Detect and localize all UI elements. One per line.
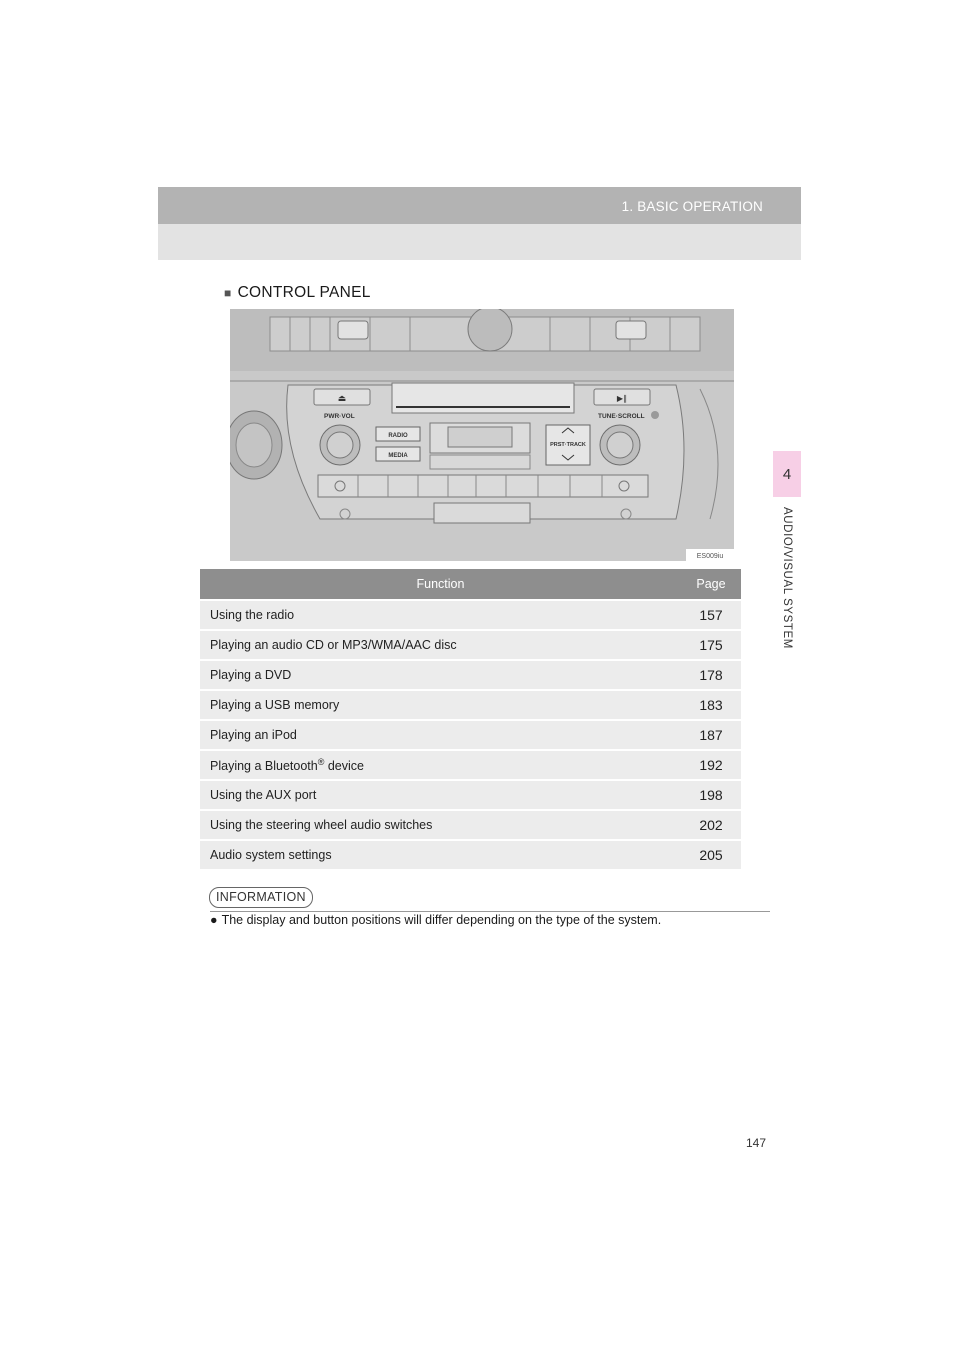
information-note: ● The display and button positions will … [210, 913, 661, 927]
radio-label: RADIO [388, 433, 408, 439]
page-cell: 187 [681, 719, 741, 750]
prst-track-label: PRST·TRACK [550, 442, 586, 448]
chapter-label: AUDIO/VISUAL SYSTEM [781, 507, 793, 649]
table-row: Using the AUX port 198 [200, 779, 741, 810]
page-cell: 178 [681, 659, 741, 690]
function-cell: Playing a USB memory [200, 689, 681, 720]
function-cell: Playing a Bluetooth® device [200, 749, 681, 780]
bullet-icon: ● [210, 913, 218, 927]
media-label: MEDIA [388, 453, 408, 459]
tune-scroll-label: TUNE·SCROLL [598, 413, 645, 420]
page-cell: 202 [681, 809, 741, 840]
information-divider [210, 911, 770, 912]
function-cell: Using the radio [200, 599, 681, 630]
function-cell: Playing an audio CD or MP3/WMA/AAC disc [200, 629, 681, 660]
function-cell: Playing a DVD [200, 659, 681, 690]
table-row: Playing a Bluetooth® device 192 [200, 749, 741, 780]
page-cell: 192 [681, 749, 741, 780]
square-bullet-icon: ■ [224, 286, 232, 300]
header-subbar [158, 224, 801, 260]
information-text: The display and button positions will di… [221, 913, 662, 927]
header-title: 1. BASIC OPERATION [621, 199, 763, 214]
column-header-function: Function [200, 569, 681, 600]
pwr-vol-label: PWR·VOL [324, 413, 355, 420]
header-bar: 1. BASIC OPERATION [158, 187, 801, 224]
eject-icon: ⏏ [338, 393, 347, 403]
function-text: Playing a Bluetooth [210, 759, 318, 774]
table-row: Audio system settings 205 [200, 839, 741, 869]
table-row: Playing an iPod 187 [200, 719, 741, 750]
page-number: 147 [746, 1136, 767, 1150]
registered-mark: ® [317, 756, 325, 767]
function-cell: Using the steering wheel audio switches [200, 809, 681, 840]
function-cell: Using the AUX port [200, 779, 681, 810]
page-cell: 183 [681, 689, 741, 720]
information-badge: INFORMATION [209, 887, 313, 908]
table-row: Using the radio 157 [200, 599, 741, 630]
play-pause-icon: ▶∥ [617, 394, 627, 403]
table-row: Playing a DVD 178 [200, 659, 741, 690]
page-cell: 198 [681, 779, 741, 810]
table-row: Playing a USB memory 183 [200, 689, 741, 720]
page-cell: 205 [681, 839, 741, 869]
section-title: CONTROL PANEL [237, 284, 371, 301]
table-row: Using the steering wheel audio switches … [200, 809, 741, 840]
table-row: Playing an audio CD or MP3/WMA/AAC disc … [200, 629, 741, 660]
chapter-number: 4 [782, 465, 792, 483]
section-heading: ■ CONTROL PANEL [224, 284, 371, 302]
illustration-code: ES009iu [697, 553, 724, 560]
column-header-page: Page [681, 569, 741, 600]
function-cell: Audio system settings [200, 839, 681, 869]
function-text-suffix: device [324, 759, 364, 774]
page-cell: 175 [681, 629, 741, 660]
table-header-row: Function Page [200, 569, 741, 600]
control-panel-illustration: ⏏ ▶∥ PWR·VOL TUNE·SCROLL RADIO MEDIA PRS… [230, 309, 734, 561]
function-table: Function Page Using the radio 157 Playin… [200, 569, 741, 869]
function-cell: Playing an iPod [200, 719, 681, 750]
page-cell: 157 [681, 599, 741, 630]
chapter-tab: 4 [773, 451, 801, 497]
